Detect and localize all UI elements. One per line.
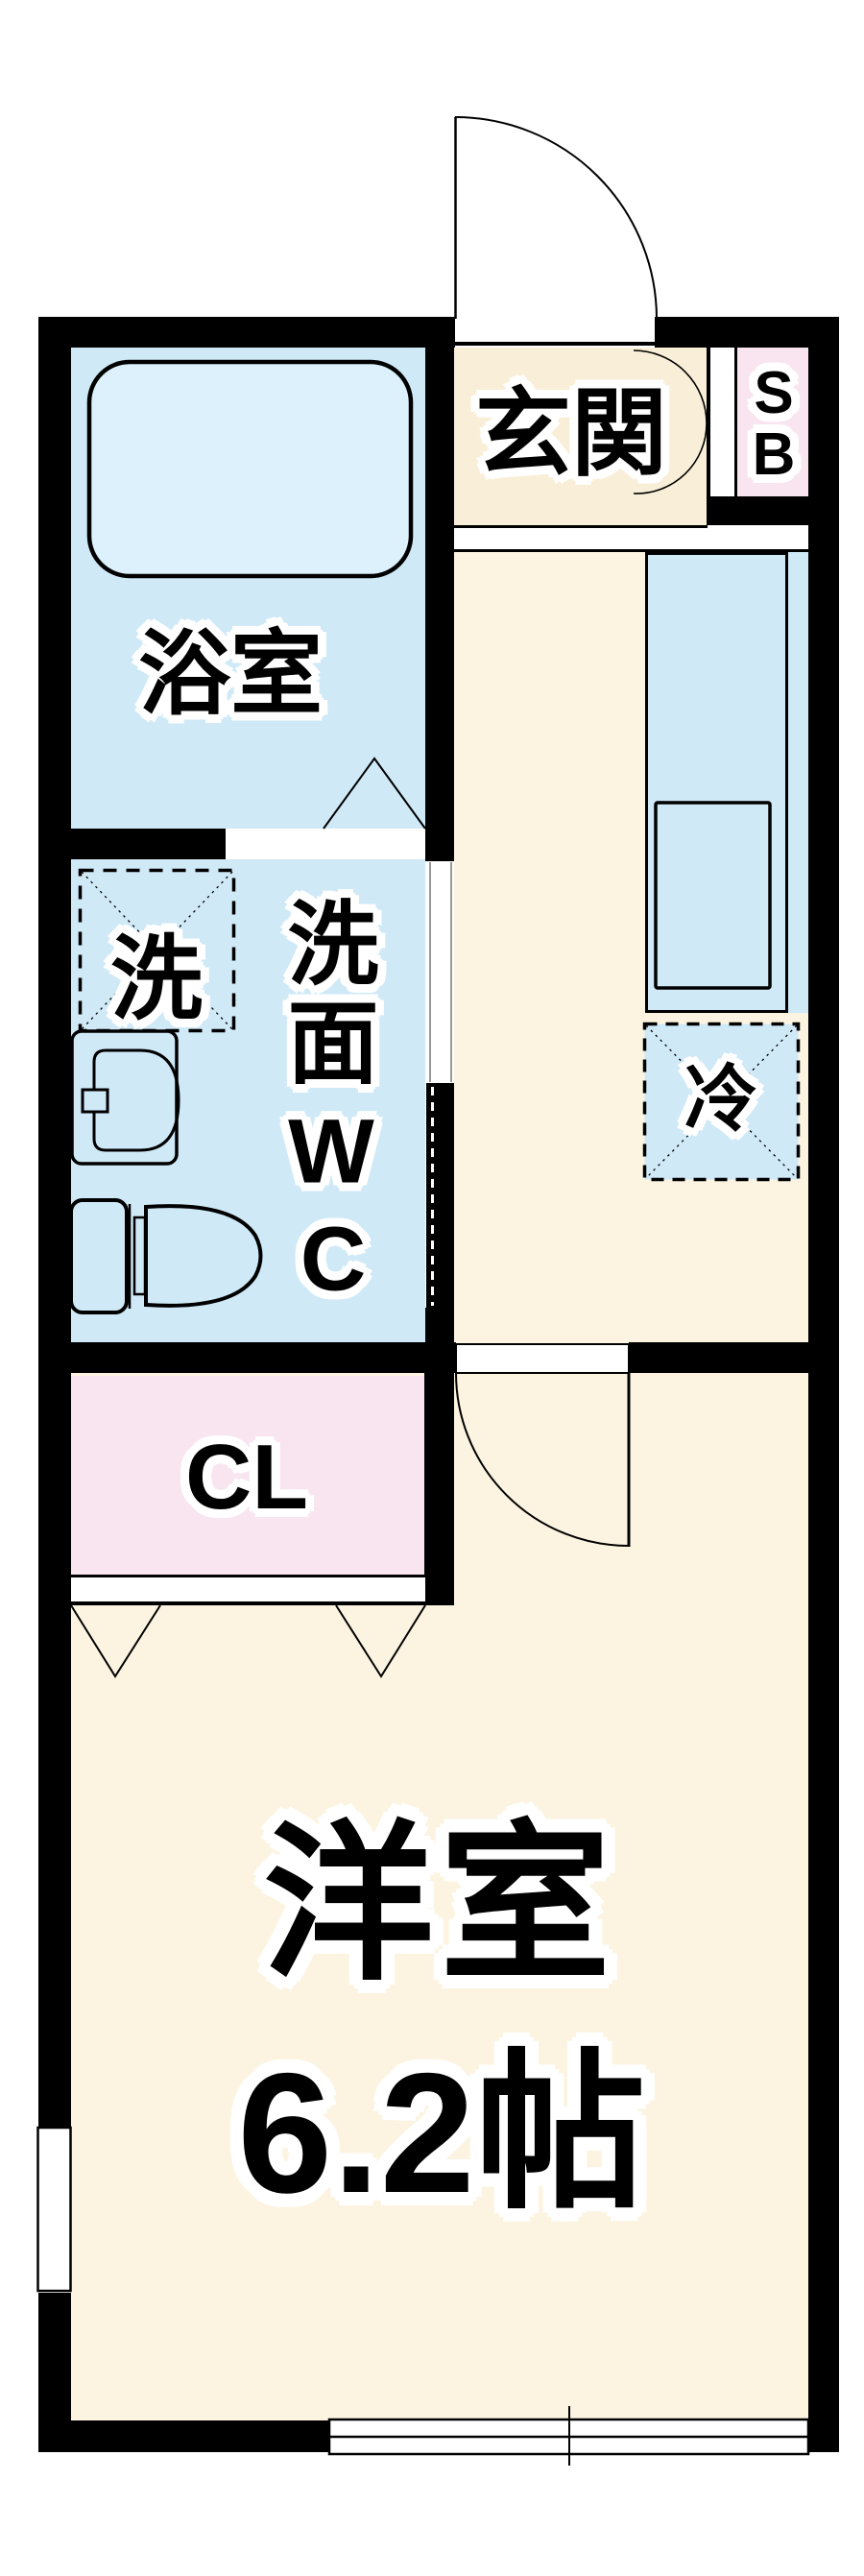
kitchen-sink: [654, 801, 772, 990]
basin-faucet: [81, 1088, 109, 1114]
bathtub: [86, 359, 414, 579]
wall-top-left: [38, 317, 455, 348]
toilet-bowl: [144, 1204, 263, 1308]
wall-washroom-bottom: [38, 1342, 456, 1373]
refrigerator-cross: [645, 1024, 798, 1179]
shoebox-arc-top: [633, 349, 708, 424]
wash-basin: [70, 1029, 180, 1166]
label-room-size: 6.2帖: [237, 2037, 646, 2228]
entrance-door: [454, 116, 658, 342]
laundry-space: [78, 868, 236, 1033]
closet-vmark-left: [70, 1604, 161, 1678]
left-wall-window: [36, 2126, 72, 2293]
room-door-threshold: [455, 1343, 630, 1374]
wall-bottom-left: [38, 2420, 329, 2452]
wall-under-shoebox: [707, 496, 839, 525]
label-genkan: 玄関: [475, 380, 667, 488]
label-closet: CL: [185, 1426, 308, 1529]
washroom-door-pocket: [426, 1083, 454, 1308]
refrigerator-space: [642, 1022, 801, 1182]
basin-bowl: [92, 1048, 180, 1152]
label-room-name: 洋室: [263, 1809, 616, 2000]
closet-fill: [71, 1376, 424, 1575]
shoebox-jamb-left: [707, 348, 710, 496]
kitchen-fill: [645, 552, 808, 1013]
label-bathroom: 浴室: [138, 623, 323, 726]
wall-closet-right: [424, 1373, 454, 1605]
entrance-door-arc: [454, 116, 658, 320]
genkan-step: [454, 528, 808, 549]
room-door: [455, 1372, 631, 1547]
room-fills: [71, 348, 808, 2420]
closet-threshold: [71, 1577, 425, 1601]
step-bottom-line: [454, 549, 808, 552]
label-washroom-char-2: 面: [287, 993, 379, 1095]
wall-room-top-right: [629, 1342, 839, 1373]
kitchen-counter-outline: [645, 552, 788, 1013]
room-door-arc: [455, 1372, 630, 1547]
bathroom-door-mark: [323, 757, 426, 830]
laundry-cross: [81, 871, 233, 1030]
windows: [36, 2126, 810, 2466]
toilet-tank: [69, 1198, 129, 1314]
wall-bathroom-bottom: [38, 829, 226, 859]
kitchen-counter: [645, 552, 788, 1013]
genkan-step-edge: [454, 525, 708, 528]
entrance-threshold-line: [455, 342, 655, 346]
shoebox-door-panel: [708, 348, 737, 496]
label-laundry: 洗: [110, 928, 203, 1031]
washroom-sliding-door: [425, 861, 454, 1306]
label-washroom-char-4: C: [300, 1208, 367, 1311]
label-shoebox-s: S: [754, 360, 794, 426]
wall-left-upper: [38, 317, 71, 2127]
walls: [38, 317, 839, 2452]
shoebox-fill: [737, 348, 808, 496]
closet-vmark-right: [335, 1604, 426, 1678]
laundry-box: [78, 868, 236, 1033]
bathroom-threshold: [226, 831, 423, 856]
entrance-opening: [455, 317, 655, 342]
genkan-floor: [454, 348, 708, 525]
label-washroom-char-1: 洗: [287, 894, 379, 997]
closet-door-marks: [70, 1604, 426, 1678]
wall-right: [808, 317, 839, 2452]
closet-front-line-bottom: [71, 1601, 425, 1605]
shoebox-swing-arcs: [633, 349, 708, 494]
shoebox-jamb-right: [734, 348, 737, 496]
basin-outline: [70, 1029, 179, 1166]
label-refrigerator: 冷: [684, 1059, 757, 1141]
toilet: [69, 1198, 263, 1314]
closet-front-line-top: [71, 1575, 425, 1577]
label-washroom-char-3: W: [288, 1100, 374, 1203]
label-shoebox-b: B: [752, 421, 796, 488]
shoebox-arc-bottom: [633, 422, 708, 494]
wall-bathroom-right: [425, 348, 454, 861]
